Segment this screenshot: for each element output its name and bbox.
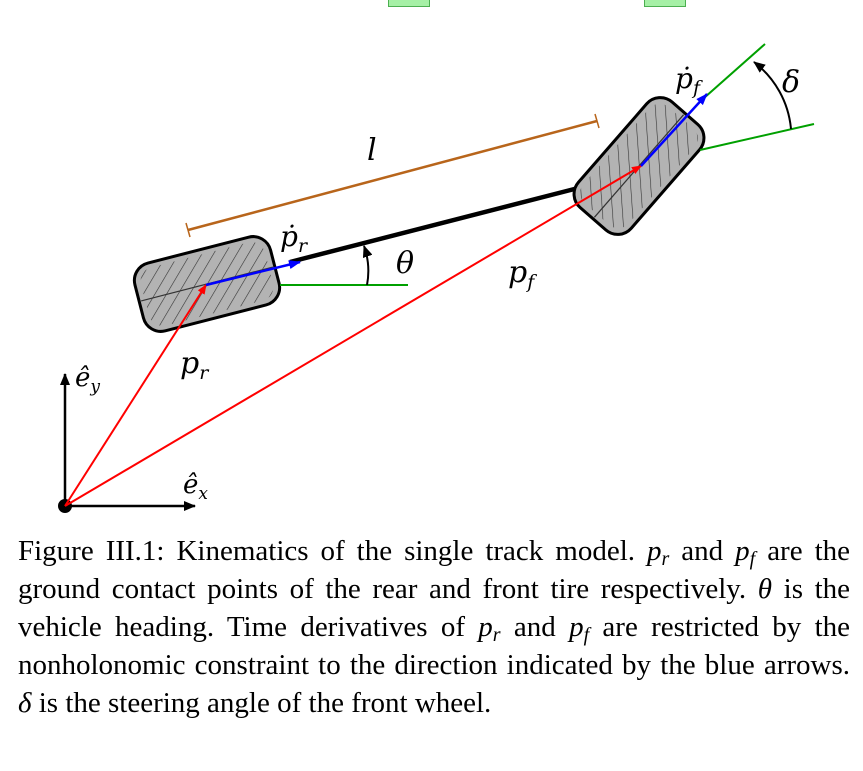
caption-math-sub: f — [749, 548, 756, 570]
label-p-r: pr — [180, 346, 210, 384]
caption-math-sub: f — [583, 624, 590, 646]
theta-arc — [362, 245, 373, 286]
caption-math: δ — [18, 687, 32, 719]
label-e-x: êx — [183, 470, 208, 504]
label-p-f-dot: ṗf — [675, 62, 703, 99]
rear-velocity-vector — [205, 260, 301, 287]
label-delta: δ — [782, 65, 800, 100]
label-e-y: êy — [75, 363, 100, 397]
caption-text: is the vehicle heading. Time derivatives… — [18, 573, 851, 643]
figure-caption: Figure III.1: Kinematics of the single t… — [18, 532, 850, 722]
label-theta: θ — [396, 246, 414, 281]
single-track-model-diagram: l ṗr ṗf θ δ pf pr êy êx — [58, 43, 815, 513]
delta-arc — [753, 61, 792, 130]
caption-math: p — [478, 611, 493, 643]
caption-text: are the ground contact points of the rea… — [18, 535, 850, 605]
label-l: l — [367, 133, 377, 168]
front-velocity-vector — [640, 93, 708, 167]
caption-math: p — [647, 535, 662, 567]
figure-label: Figure III.1: — [18, 535, 165, 567]
label-p-f: pf — [508, 255, 537, 293]
label-p-r-dot: ṗr — [280, 220, 309, 257]
reference-lines — [280, 43, 815, 286]
coordinate-axes — [58, 373, 196, 513]
caption-text: is the steering angle of the front wheel… — [38, 687, 492, 719]
caption-text: are restricted by the nonholonomic const… — [18, 611, 851, 681]
vehicle-axle — [289, 182, 591, 265]
caption-text: Kinematics of the single track model. — [176, 535, 636, 567]
caption-math: p — [735, 535, 750, 567]
caption-math: θ — [757, 573, 773, 605]
caption-math: p — [569, 611, 584, 643]
highlight-mark-right — [644, 0, 686, 7]
caption-text: and — [513, 611, 556, 643]
front-position-vector — [64, 165, 642, 507]
caption-math-sub: r — [492, 624, 501, 646]
rear-position-vector — [64, 284, 207, 507]
highlight-mark-left — [388, 0, 430, 7]
length-marker — [185, 113, 600, 238]
caption-math-sub: r — [661, 548, 670, 570]
caption-text: and — [681, 535, 724, 567]
